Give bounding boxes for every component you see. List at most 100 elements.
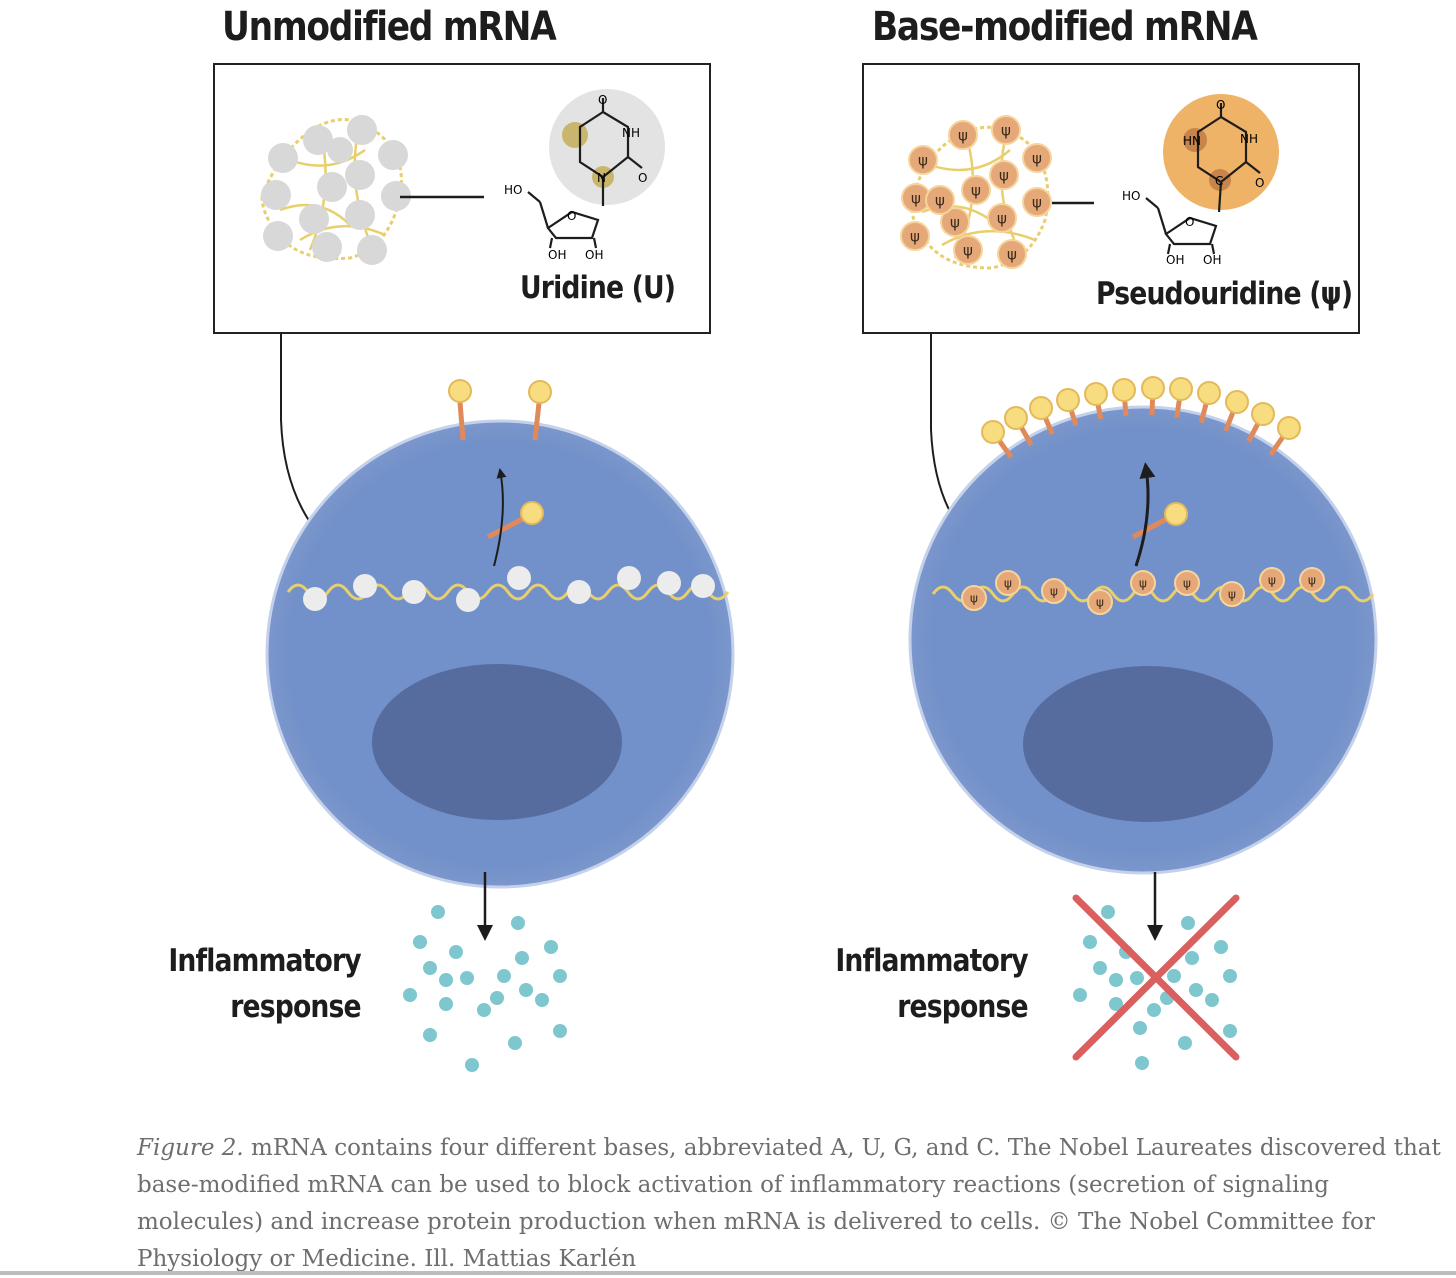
left-surface-receptor-1 — [448, 379, 472, 403]
left-surface-receptor-2 — [528, 380, 552, 404]
psi-symbol: ψ — [1032, 149, 1042, 167]
right-inner-receptor-head — [1164, 502, 1188, 526]
psi-nh: NH — [1240, 132, 1258, 146]
psi-symbol: ψ — [1032, 193, 1042, 211]
psi-strand-ball: ψ — [1259, 567, 1285, 593]
psi-strand-ball: ψ — [1041, 578, 1067, 604]
receptor-stem — [996, 438, 1014, 459]
uridine-o-ring: O — [567, 209, 576, 223]
psi-symbol: ψ — [958, 126, 968, 144]
uridine-oh-1: OH — [548, 248, 566, 262]
caption-figure-label: Figure 2. — [137, 1135, 244, 1161]
psi-c: C — [1215, 174, 1223, 188]
receptor-stem — [1068, 408, 1079, 426]
psi-symbol: ψ — [1004, 576, 1012, 590]
receptor-head — [1225, 390, 1249, 414]
bottom-rule — [0, 1271, 1456, 1275]
right-mrna-strand — [931, 585, 1375, 603]
psi-symbol: ψ — [1007, 245, 1017, 263]
left-response-line2: response — [230, 989, 361, 1025]
psi-symbol: ψ — [910, 227, 920, 245]
psi-symbol: ψ — [1308, 573, 1316, 587]
receptor-stem — [1246, 421, 1261, 443]
right-surface-receptors — [981, 376, 1301, 459]
uridine-oh-2: OH — [585, 248, 603, 262]
psi-strand-ball: ψ — [1130, 570, 1156, 596]
psi-symbol: ψ — [1001, 121, 1011, 139]
receptor-head — [1251, 402, 1275, 426]
uridine-label: Uridine (U) — [520, 270, 676, 306]
receptor-stem — [1174, 398, 1182, 418]
uridine-nh: NH — [622, 126, 640, 140]
psi-symbol: ψ — [935, 191, 945, 209]
psi-ball: ψ — [987, 203, 1017, 233]
psi-hn: HN — [1183, 134, 1201, 148]
pseudouridine-box — [862, 63, 1360, 334]
left-inner-receptor-head — [520, 501, 544, 525]
receptor-stem — [1122, 399, 1129, 416]
uridine-n: N — [597, 171, 606, 185]
left-uridine-balls — [303, 566, 715, 612]
left-response-line1: Inflammatory — [168, 943, 362, 979]
psi-strand-ball: ψ — [1174, 570, 1200, 596]
caption-text: mRNA contains four different bases, abbr… — [137, 1135, 1441, 1272]
psi-strand-ball: ψ — [1219, 581, 1245, 607]
left-export-arrow — [493, 468, 507, 567]
psi-symbol: ψ — [970, 591, 978, 605]
right-response-line1: Inflammatory — [835, 943, 1029, 979]
receptor-head — [1169, 377, 1193, 401]
psi-symbol: ψ — [999, 166, 1009, 184]
receptor-stem — [1223, 410, 1236, 432]
receptor-stem — [1042, 416, 1055, 436]
receptor-stem — [1198, 402, 1209, 424]
receptor-head — [1277, 416, 1301, 440]
receptor-stem — [1149, 397, 1156, 416]
psi-symbol: ψ — [971, 181, 981, 199]
psi-symbol: ψ — [1096, 595, 1104, 609]
psi-oh-2: OH — [1203, 253, 1221, 267]
diagram-art: O NH O N HO O OH OH — [260, 89, 1378, 1072]
uridine-ho: HO — [504, 183, 522, 197]
receptor-head — [1112, 378, 1136, 402]
receptor-head — [1141, 376, 1165, 400]
psi-ball: ψ — [925, 185, 955, 215]
right-export-arrow — [1134, 462, 1156, 567]
receptor-head — [1004, 406, 1028, 430]
right-nucleus — [1023, 666, 1273, 822]
left-cell — [265, 379, 735, 889]
psi-ball: ψ — [1022, 187, 1052, 217]
left-nucleus — [372, 664, 622, 820]
right-response-label: Inflammatory response — [835, 938, 1029, 1030]
psi-symbol: ψ — [1183, 576, 1191, 590]
pseudouridine-label: Pseudouridine (ψ) — [1096, 276, 1353, 312]
psi-strand-ball: ψ — [1299, 567, 1325, 593]
receptor-head — [1084, 382, 1108, 406]
left-mrna-strand — [286, 583, 730, 601]
psi-symbol: ψ — [963, 241, 973, 259]
uridine-structure: O NH O N HO O OH OH — [504, 89, 665, 262]
uridine-o-top: O — [598, 93, 607, 107]
psi-ball: ψ — [991, 115, 1021, 145]
psi-ball: ψ — [961, 175, 991, 205]
receptor-head — [981, 420, 1005, 444]
pseudouridine-structure: O NH HN O C HO O OH OH — [1122, 94, 1279, 267]
psi-ball: ψ — [953, 235, 983, 265]
uridine-o-right: O — [638, 171, 647, 185]
psi-ho: HO — [1122, 189, 1140, 203]
left-response-label: Inflammatory response — [168, 938, 362, 1030]
psi-strand-ball: ψ — [1087, 589, 1113, 615]
psi-symbol: ψ — [1050, 584, 1058, 598]
receptor-head — [1056, 388, 1080, 412]
psi-ball: ψ — [989, 160, 1019, 190]
psi-ball: ψ — [908, 145, 938, 175]
mrna-figure: Unmodified mRNA Base-modified mRNA — [168, 4, 1378, 1072]
psi-strand-ball: ψ — [961, 585, 987, 611]
receptor-head — [1029, 396, 1053, 420]
psi-symbol: ψ — [1139, 576, 1147, 590]
psi-ball: ψ — [948, 120, 978, 150]
psi-strand-ball: ψ — [995, 570, 1021, 596]
psi-o-top: O — [1216, 98, 1225, 112]
psi-symbol: ψ — [911, 189, 921, 207]
